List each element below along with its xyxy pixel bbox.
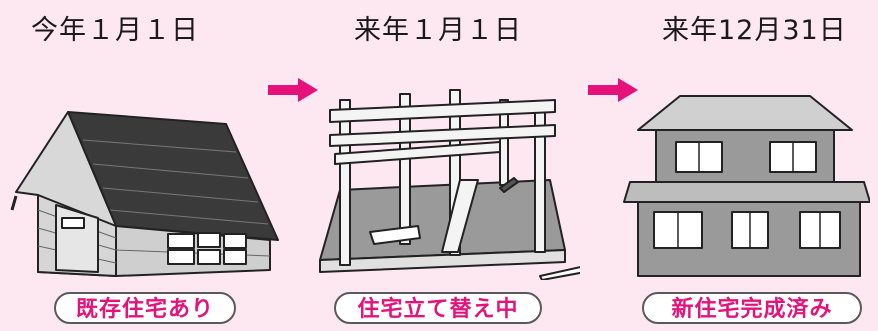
arrow-right-icon (268, 78, 318, 102)
house-frame-illustration (319, 89, 580, 280)
stage-3-date: 来年12月31日 (662, 15, 847, 46)
arrow-right-icon (588, 78, 638, 102)
stage-1-label: 既存住宅あり (54, 292, 236, 324)
new-house-illustration (623, 95, 870, 277)
stage-2-date: 来年１月１日 (354, 15, 522, 46)
old-house-illustration (10, 111, 279, 277)
stage-2-label: 住宅立て替え中 (334, 292, 542, 324)
stage-3-label: 新住宅完成済み (642, 292, 862, 324)
stage-1-date: 今年１月１日 (31, 15, 199, 46)
